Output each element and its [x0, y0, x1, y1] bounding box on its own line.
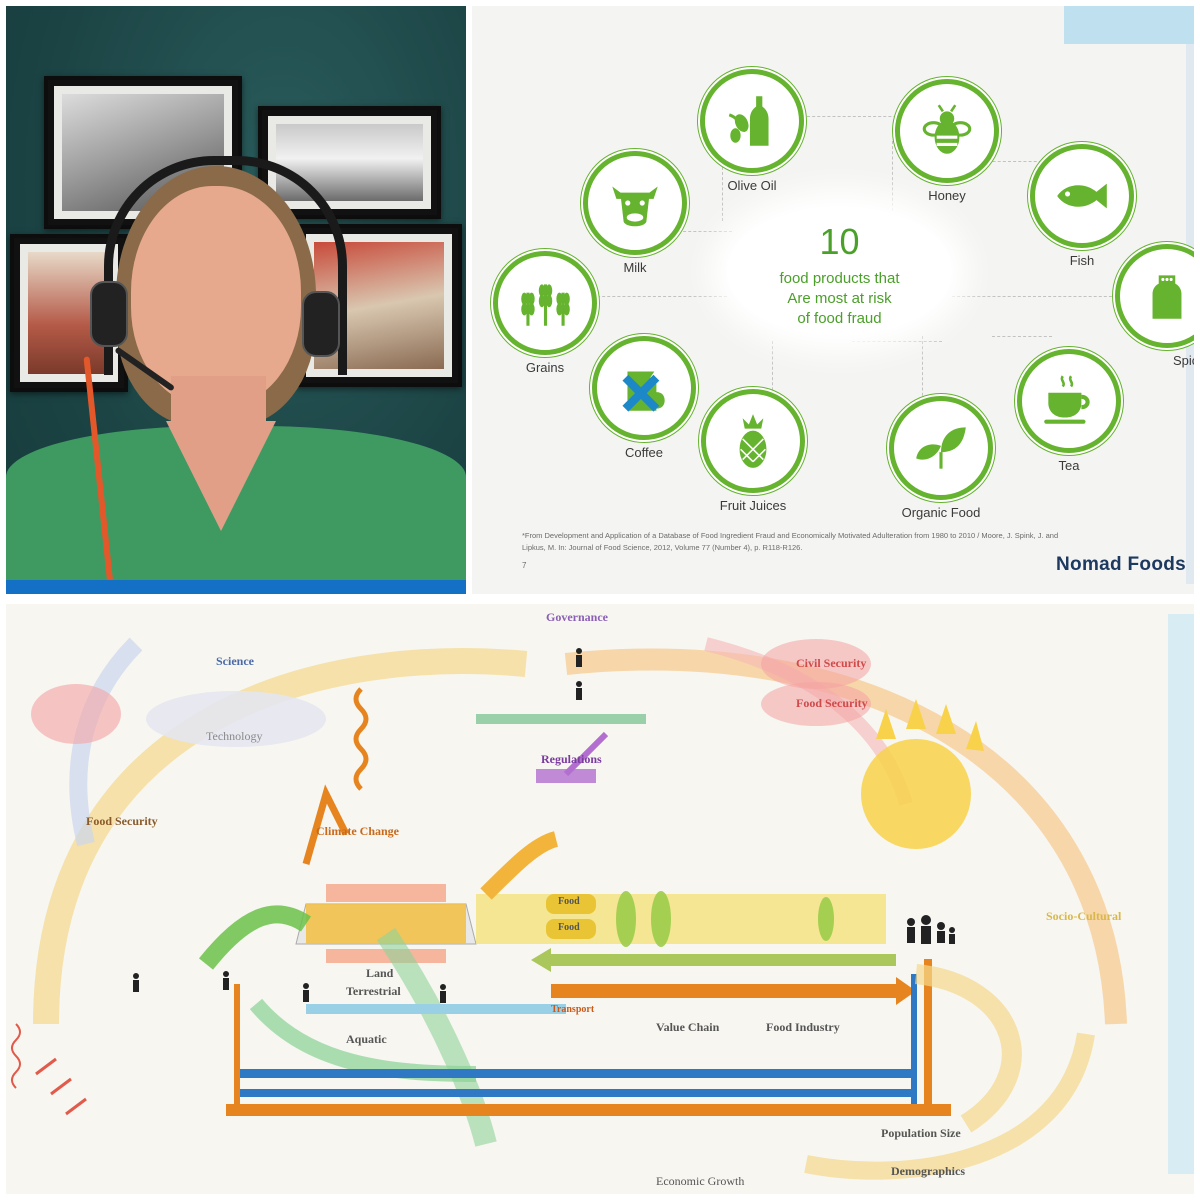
- food-system-flow-graphic: [11, 637, 1127, 1180]
- leaf-icon: [889, 396, 993, 500]
- center-number: 10: [819, 221, 860, 262]
- food-item-fruit-juices: Fruit Juices: [698, 389, 808, 513]
- headset-earcup-right: [302, 291, 340, 357]
- fish-icon: [1030, 144, 1134, 248]
- label-food-industry: Food Industry: [766, 1020, 840, 1034]
- food-item-fish: Fish: [1027, 144, 1137, 268]
- spice-shaker-icon: [1115, 244, 1194, 348]
- label-climate-change: Climate Change: [316, 824, 399, 838]
- pineapple-icon: [701, 389, 805, 493]
- connector-line: [772, 341, 773, 411]
- food-label: Fruit Juices: [719, 498, 787, 513]
- cow-icon: [583, 151, 687, 255]
- connector-line: [592, 296, 727, 297]
- headset-band: [104, 156, 347, 375]
- label-food: Food: [558, 896, 580, 907]
- coffee-pot-icon: [592, 336, 696, 440]
- food-item-tea: Tea: [1014, 349, 1124, 473]
- connector-line: [802, 116, 932, 117]
- food-label: Fish: [1069, 253, 1095, 268]
- label-land: Land: [366, 966, 394, 980]
- connector-line: [922, 336, 923, 406]
- center-text-line: of food fraud: [797, 310, 882, 327]
- food-system-diagram: Governance Science Technology Civil Secu…: [6, 604, 1194, 1194]
- slide-footnote: *From Development and Application of a D…: [522, 531, 1059, 552]
- label-food-security-right: Food Security: [796, 696, 868, 710]
- label-value-chain: Value Chain: [656, 1020, 720, 1034]
- food-item-spices: Spices: [1112, 244, 1194, 368]
- olive-oil-icon: [700, 69, 804, 173]
- food-label: Honey: [928, 188, 966, 203]
- food-label: Tea: [1058, 458, 1080, 473]
- food-label: Olive Oil: [727, 178, 777, 193]
- diagram-edge-bar: [1168, 614, 1194, 1174]
- food-label: Coffee: [624, 445, 664, 460]
- connector-line: [992, 336, 1052, 337]
- label-regulations: Regulations: [541, 752, 602, 766]
- food-item-organic-food: Organic Food: [886, 396, 996, 520]
- connector-line: [852, 341, 942, 342]
- connector-line: [952, 296, 1122, 297]
- center-text-line: Are most at risk: [787, 290, 892, 307]
- person-neckline: [166, 421, 276, 531]
- food-item-milk: Milk: [580, 151, 690, 275]
- food-label: Spices: [1172, 353, 1194, 368]
- label-population-size: Population Size: [881, 1126, 961, 1140]
- label-science: Science: [216, 654, 254, 668]
- food-label: Milk: [623, 260, 647, 275]
- food-item-grains: Grains: [490, 251, 600, 375]
- slide-page-number: 7: [522, 561, 527, 570]
- food-item-coffee: Coffee: [589, 336, 699, 460]
- label-governance: Governance: [546, 610, 608, 624]
- grain-wheat-icon: [493, 251, 597, 355]
- center-text-line: food products that: [779, 270, 900, 287]
- connector-line: [972, 161, 1047, 162]
- headset-earcup-left: [90, 281, 128, 347]
- label-food-security-left: Food Security: [86, 814, 158, 828]
- label-terrestrial: Terrestrial: [346, 984, 401, 998]
- bee-icon: [895, 79, 999, 183]
- label-socio-cultural: Socio-Cultural: [1046, 909, 1122, 923]
- connector-line: [892, 141, 893, 211]
- slide-accent-bar: [1064, 6, 1194, 44]
- label-economic-growth: Economic Growth: [656, 1174, 745, 1188]
- label-civil-security: Civil Security: [796, 656, 867, 670]
- label-technology: Technology: [206, 729, 263, 743]
- nomad-foods-logo: Nomad Foods: [1056, 554, 1186, 575]
- connector-line: [722, 126, 723, 221]
- webcam-video-panel: [6, 6, 466, 594]
- tea-cup-icon: [1017, 349, 1121, 453]
- label-aquatic: Aquatic: [346, 1032, 387, 1046]
- label-transport: Transport: [551, 1004, 595, 1015]
- label-food: Food: [558, 922, 580, 933]
- participant-name-bar: [6, 580, 466, 594]
- food-label: Organic Food: [901, 505, 981, 520]
- food-item-olive-oil: Olive Oil: [697, 69, 807, 193]
- food-label: Grains: [525, 360, 565, 375]
- center-highlight: [727, 206, 952, 336]
- label-demographics: Demographics: [891, 1164, 965, 1178]
- presentation-slide: 10 food products that Are most at risk o…: [472, 6, 1194, 594]
- food-item-honey: Honey: [892, 79, 1002, 203]
